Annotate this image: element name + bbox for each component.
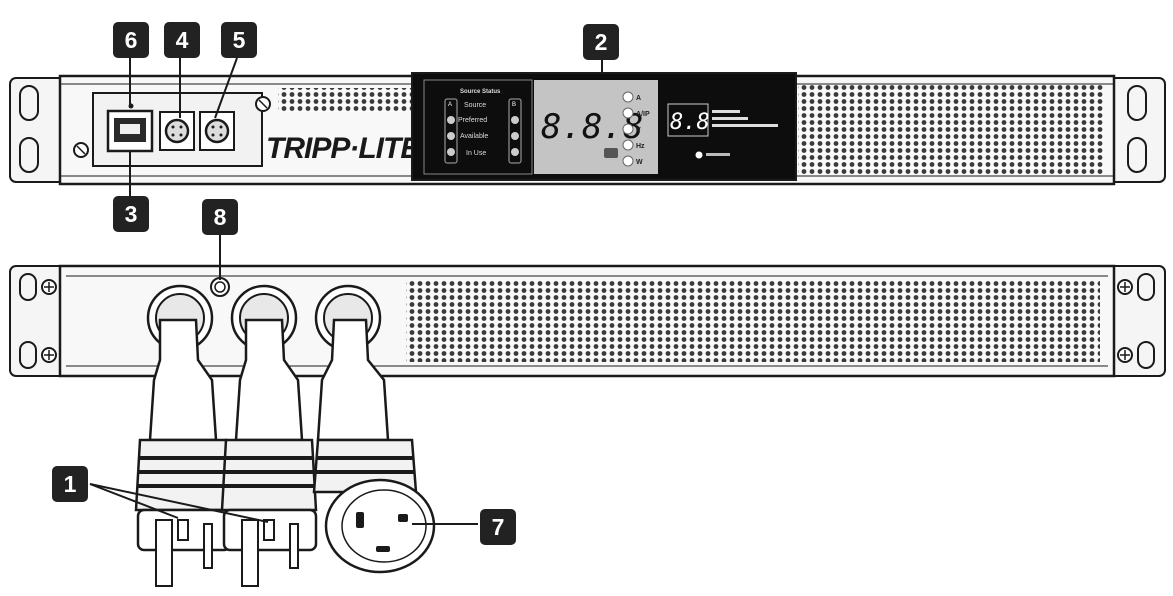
rack-slot-left-top xyxy=(19,85,39,121)
display-button[interactable] xyxy=(604,148,618,158)
status-led-a-in-use xyxy=(447,148,455,156)
front-vent-strip xyxy=(278,88,414,112)
leader-lines xyxy=(89,57,603,525)
unit-led-v xyxy=(622,123,634,135)
svg-text:Available: Available xyxy=(460,133,488,140)
control-panel: Source Status Source Preferred Available… xyxy=(411,72,797,181)
rear-vent xyxy=(406,280,1100,362)
source-status-panel xyxy=(423,79,533,175)
svg-text:A: A xyxy=(448,102,452,108)
svg-text:Source: Source xyxy=(464,102,486,109)
callout-3: 3 xyxy=(113,196,149,232)
svg-text:6: 6 xyxy=(125,27,138,53)
svg-text:4: 4 xyxy=(176,27,189,53)
unit-led-a xyxy=(622,91,634,103)
svg-text:Source Status: Source Status xyxy=(460,89,501,95)
svg-text:A/IP: A/IP xyxy=(636,111,650,118)
svg-text:Preferred: Preferred xyxy=(458,117,487,124)
rack-slot-right-top xyxy=(1127,85,1147,121)
rack-slot-right-bottom xyxy=(1127,137,1147,173)
unit-led-w xyxy=(622,155,634,167)
network-module xyxy=(73,92,271,167)
callout-2: 2 xyxy=(583,24,619,60)
svg-text:W: W xyxy=(636,159,643,166)
svg-text:7: 7 xyxy=(492,514,505,540)
callout-4: 4 xyxy=(164,22,200,58)
svg-text:In Use: In Use xyxy=(466,150,486,157)
unit-led-hz xyxy=(622,139,634,151)
output-receptacle xyxy=(312,318,436,574)
plug-prong xyxy=(241,519,259,587)
rear-screw-icons xyxy=(41,279,1133,363)
status-led-a-available xyxy=(447,132,455,140)
callout-1: 1 xyxy=(52,466,88,502)
option-select-button[interactable] xyxy=(695,151,703,159)
svg-text:2: 2 xyxy=(595,29,608,55)
brand-logo: TRIPP·LITE xyxy=(266,132,421,165)
front-vent-right xyxy=(798,84,1104,176)
svg-text:1: 1 xyxy=(64,471,77,497)
callout-5: 5 xyxy=(221,22,257,58)
svg-text:Hz: Hz xyxy=(636,143,645,150)
rack-slot-left-bottom xyxy=(19,137,39,173)
svg-text:8: 8 xyxy=(214,204,227,230)
svg-text:B: B xyxy=(512,102,516,108)
unit-led-a-ip xyxy=(622,107,634,119)
svg-text:A: A xyxy=(636,95,641,102)
round-port-5[interactable] xyxy=(204,118,230,144)
plug-prong xyxy=(155,519,173,587)
callout-7: 7 xyxy=(480,509,516,545)
svg-text:3: 3 xyxy=(125,201,138,227)
svg-text:5: 5 xyxy=(233,27,246,53)
secondary-led-readout: 8.8 xyxy=(670,110,710,135)
status-led-b-available xyxy=(511,132,519,140)
plug-prong xyxy=(289,523,299,569)
rear-panel xyxy=(9,264,1166,378)
ground-screw-icon xyxy=(210,277,230,297)
plug-prong xyxy=(203,523,213,569)
front-panel: TRIPP·LITE Source Status Source Preferre… xyxy=(9,72,1166,186)
status-led-b-preferred xyxy=(511,116,519,124)
status-led-a-preferred xyxy=(447,116,455,124)
callout-8: 8 xyxy=(202,199,238,235)
callout-6: 6 xyxy=(113,22,149,58)
status-led-b-in-use xyxy=(511,148,519,156)
round-port-4[interactable] xyxy=(164,118,190,144)
svg-text:V: V xyxy=(636,127,641,134)
input-plug-b xyxy=(220,318,318,587)
